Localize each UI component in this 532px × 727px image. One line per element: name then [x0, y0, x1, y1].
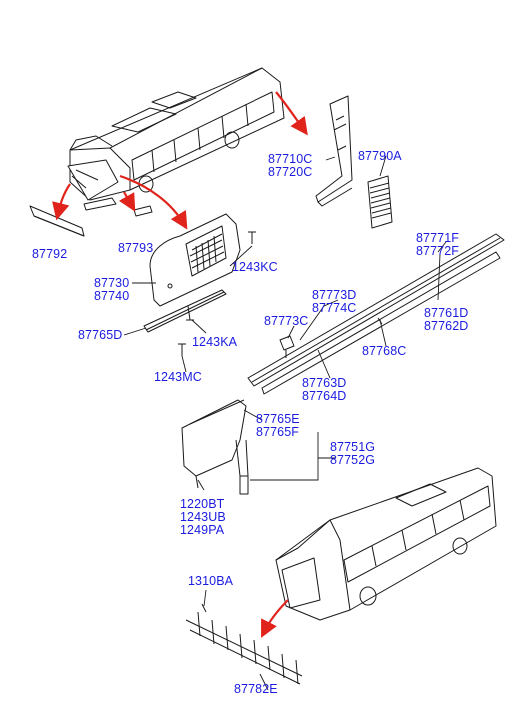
label-87774c: 87774C — [312, 301, 357, 315]
label-87752g: 87752G — [330, 453, 376, 467]
label-87740: 87740 — [94, 289, 130, 303]
label-1249pa: 1249PA — [180, 523, 225, 537]
label-87710c: 87710C — [268, 152, 313, 166]
label-87761d: 87761D — [424, 306, 469, 320]
label-87768c: 87768C — [362, 344, 407, 358]
label-87730: 87730 — [94, 276, 130, 290]
bus-top-drawing — [67, 67, 285, 211]
label-1243ub: 1243UB — [180, 510, 226, 524]
label-87792: 87792 — [32, 247, 68, 261]
label-87720c: 87720C — [268, 165, 313, 179]
label-87773d: 87773D — [312, 288, 357, 302]
label-1243kc: 1243KC — [232, 260, 278, 274]
label-87763d: 87763D — [302, 376, 347, 390]
screw-1243mc-drawing — [178, 343, 186, 356]
screw-1243kc-drawing — [248, 231, 256, 244]
label-87762d: 87762D — [424, 319, 469, 333]
part-sill-drawing — [143, 289, 227, 333]
label-1243mc: 1243MC — [154, 370, 202, 384]
part-87790a-drawing — [367, 175, 393, 229]
red-arrows — [52, 91, 308, 638]
leader-lines — [123, 155, 447, 691]
label-87773c: 87773C — [264, 314, 309, 328]
label-1243ka: 1243KA — [192, 335, 238, 349]
label-87782e: 87782E — [234, 682, 278, 696]
bus-bottom-drawing — [275, 467, 497, 621]
label-87751g: 87751G — [330, 440, 376, 454]
label-87793: 87793 — [118, 241, 154, 255]
part-87793-drawing — [133, 205, 153, 217]
label-1310ba: 1310BA — [188, 574, 234, 588]
label-87790a: 87790A — [358, 149, 402, 163]
label-87764d: 87764D — [302, 389, 347, 403]
part-87730-drawing — [149, 213, 241, 307]
part-87782e-drawing — [185, 603, 303, 685]
part-87773c-drawing — [279, 335, 295, 358]
part-87710c-drawing — [315, 95, 353, 207]
label-87772f: 87772F — [416, 244, 459, 258]
label-87765e: 87765E — [256, 412, 300, 426]
label-87765d: 87765D — [78, 328, 123, 342]
part-87792-drawing — [29, 205, 85, 237]
label-87771f: 87771F — [416, 231, 459, 245]
label-87765f: 87765F — [256, 425, 299, 439]
label-1220bt: 1220BT — [180, 497, 225, 511]
part-87751g-drawing — [181, 399, 249, 495]
